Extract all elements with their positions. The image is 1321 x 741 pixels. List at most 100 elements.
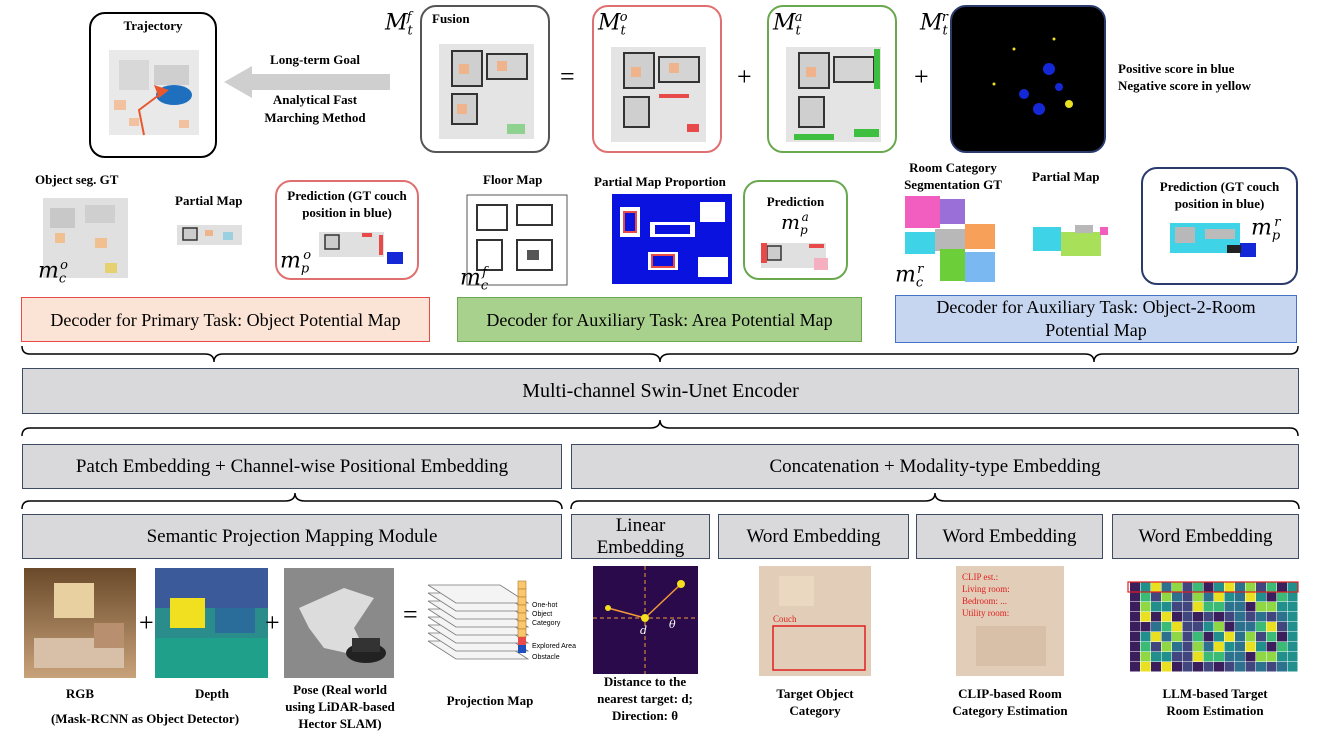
llm-caption-1: LLM-based Target (1162, 686, 1268, 701)
heatmap-cell (1287, 622, 1298, 632)
clip-caption-2: Category Estimation (952, 703, 1068, 718)
heatmap-cell (1224, 632, 1235, 642)
heatmap-cell (1151, 642, 1161, 652)
heatmap-cell (1287, 592, 1298, 602)
heatmap-cell (1140, 612, 1151, 622)
heatmap-cell (1214, 632, 1224, 642)
decoder-area: Decoder for Auxiliary Task: Area Potenti… (457, 297, 862, 342)
heatmap-cell (1235, 602, 1245, 612)
clip-caption-1: CLIP-based Room (958, 686, 1062, 701)
word-embedding-3: Word Embedding (1112, 514, 1299, 559)
clip-est-3: Bedroom: ... (962, 596, 1007, 606)
patch-brace (21, 492, 563, 510)
swin-unet-encoder: Multi-channel Swin-Unet Encoder (22, 368, 1299, 414)
heatmap-cell (1203, 632, 1214, 642)
room-score-panel (950, 5, 1106, 153)
heatmap-cell (1235, 662, 1245, 672)
pred-obj-line1: Prediction (GT couch (287, 188, 407, 203)
heatmap-cell (1182, 632, 1193, 642)
heatmap-cell (1151, 592, 1161, 602)
mpo-label: mpo (280, 248, 312, 277)
heatmap-cell (1287, 632, 1298, 642)
target-object-image: Couch (759, 566, 871, 676)
heatmap-cell (1130, 662, 1140, 672)
heatmap-cell (1151, 602, 1161, 612)
heatmap-cell (1130, 612, 1140, 622)
patch-embedding: Patch Embedding + Channel-wise Positiona… (22, 444, 562, 489)
pred-obj-line2: position in blue) (302, 205, 392, 220)
object-map-image (611, 47, 706, 142)
onehot-label-3: Category (532, 620, 561, 627)
target-caption-2: Category (789, 703, 841, 718)
heatmap-cell (1277, 582, 1287, 592)
llm-heatmap-image (1125, 568, 1300, 678)
heatmap-cell (1214, 592, 1224, 602)
pred-area-label: Prediction (766, 194, 825, 209)
heatmap-cell (1130, 622, 1140, 632)
heatmap-cell (1224, 652, 1235, 662)
heatmap-cell (1193, 632, 1203, 642)
heatmap-cell (1151, 662, 1161, 672)
distance-caption-3: Direction: θ (611, 708, 679, 723)
decoder-room-label: Decoder for Auxiliary Task: Object-2-Roo… (936, 297, 1256, 340)
decoder-primary: Decoder for Primary Task: Object Potenti… (21, 297, 430, 342)
couch-label: Couch (773, 614, 797, 624)
heatmap-cell (1151, 612, 1161, 622)
heatmap-cell (1256, 602, 1266, 612)
heatmap-cell (1151, 632, 1161, 642)
heatmap-cell (1214, 602, 1224, 612)
distance-caption-2: nearest target: d; (597, 691, 693, 706)
room-cat-line2: Segmentation GT (904, 177, 1002, 192)
depth-caption: Depth (195, 686, 229, 701)
heatmap-cell (1224, 622, 1235, 632)
heatmap-cell (1151, 652, 1161, 662)
heatmap-cell (1277, 632, 1287, 642)
heatmap-cell (1287, 642, 1298, 652)
heatmap-cell (1140, 592, 1151, 602)
mpa-label: mpa (781, 210, 809, 237)
heatmap-cell (1266, 592, 1277, 602)
heatmap-cell (1161, 622, 1172, 632)
heatmap-cell (1182, 612, 1193, 622)
heatmap-cell (1130, 652, 1140, 662)
heatmap-cell (1172, 662, 1182, 672)
pred-room-line1: Prediction (GT couch (1159, 179, 1280, 194)
heatmap-cell (1256, 662, 1266, 672)
object-map-panel (592, 5, 722, 153)
target-caption-1: Target Object (776, 686, 854, 701)
heatmap-cell (1256, 612, 1266, 622)
trajectory-panel: Trajectory (89, 12, 217, 158)
heatmap-cell (1172, 592, 1182, 602)
heatmap-cell (1266, 652, 1277, 662)
explored-area-label: Explored Area (532, 643, 576, 650)
mcf-label: mcf (460, 265, 489, 294)
heatmap-cell (1245, 652, 1256, 662)
heatmap-cell (1235, 612, 1245, 622)
pose-caption-3: Hector SLAM) (298, 716, 382, 731)
heatmap-cell (1151, 622, 1161, 632)
heatmap-cell (1193, 642, 1203, 652)
plus-rgb-depth: + (139, 608, 154, 637)
heatmap-cell (1224, 602, 1235, 612)
heatmap-cell (1130, 602, 1140, 612)
heatmap-cell (1203, 592, 1214, 602)
heatmap-cell (1182, 652, 1193, 662)
heatmap-cell (1172, 582, 1182, 592)
heatmap-cell (1266, 642, 1277, 652)
mpr-label: mpr (1251, 215, 1281, 244)
heatmap-cell (1287, 582, 1298, 592)
heatmap-cell (1182, 582, 1193, 592)
heatmap-cell (1224, 612, 1235, 622)
word-embedding-2: Word Embedding (916, 514, 1103, 559)
heatmap-cell (1161, 602, 1172, 612)
distance-direction-image: d θ (593, 566, 698, 674)
heatmap-cell (1203, 602, 1214, 612)
partial-map-image-1 (177, 225, 242, 245)
heatmap-cell (1182, 662, 1193, 672)
heatmap-cell (1130, 632, 1140, 642)
concat-brace (570, 492, 1300, 510)
heatmap-cell (1203, 652, 1214, 662)
heatmap-cell (1235, 592, 1245, 602)
heatmap-cell (1140, 632, 1151, 642)
area-map-image (786, 47, 881, 142)
